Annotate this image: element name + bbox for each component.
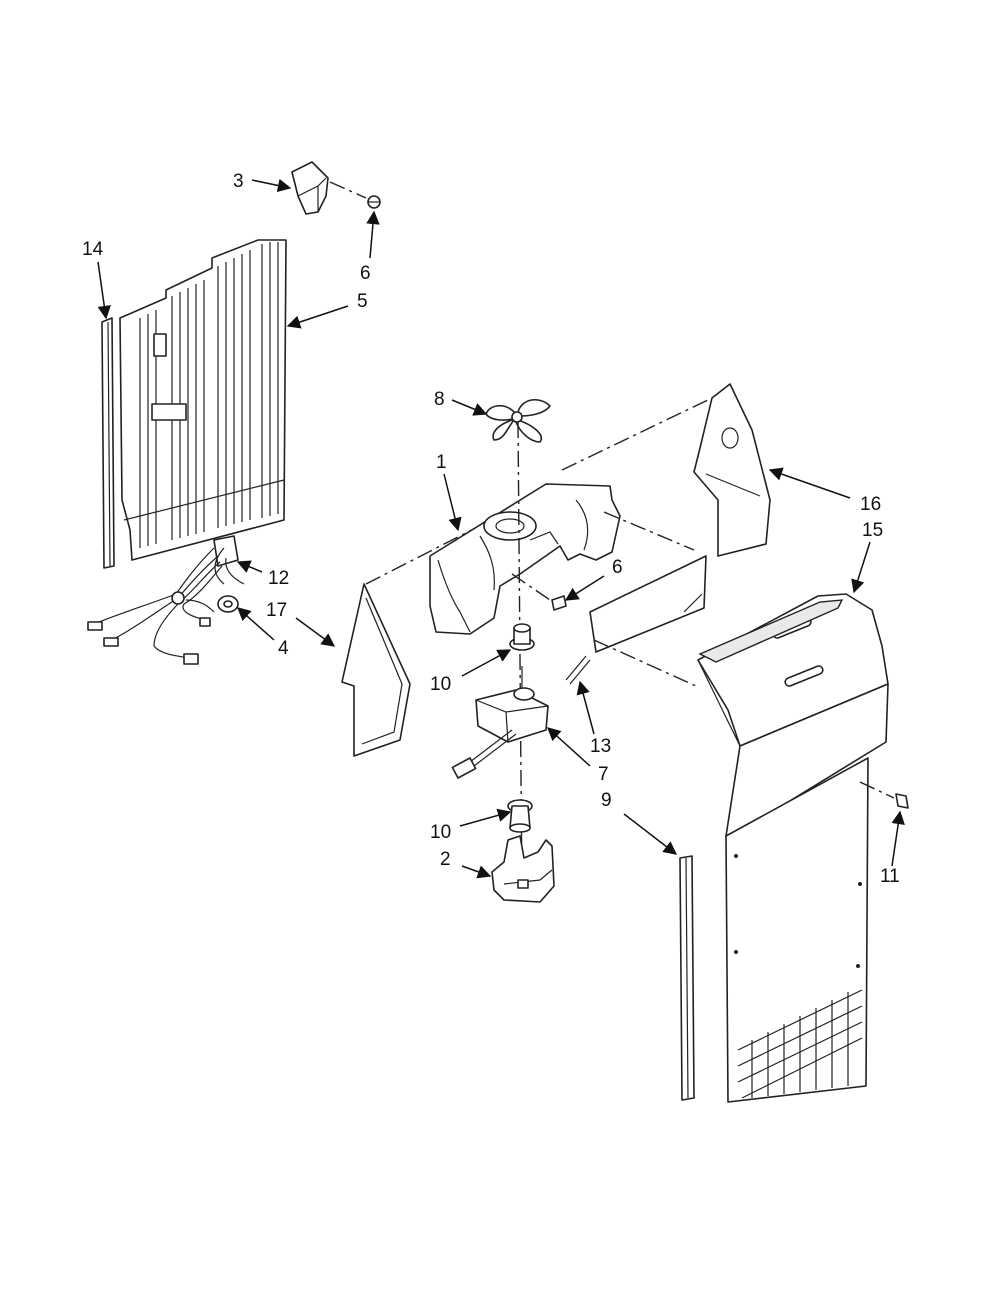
panel-ribs	[139, 242, 279, 548]
part-11-screw	[859, 781, 909, 809]
leader-lines	[97, 178, 905, 879]
callout-4: 4	[278, 638, 289, 659]
part-6-screw-housing	[511, 573, 567, 611]
part-13-foam-strip	[565, 593, 703, 685]
callout-5: 5	[357, 291, 368, 312]
part-16-right-insulation	[693, 383, 771, 557]
part-9-strip	[679, 855, 695, 1101]
part-5-evaporator-panel	[119, 239, 287, 561]
callout-13: 13	[590, 736, 611, 757]
part-10-bushing-lower	[507, 799, 533, 833]
part-10-bushing-upper	[509, 623, 535, 651]
callout-10-upper: 10	[430, 674, 451, 695]
callout-labels: 3 6 14 5 12 17 4 8 1 6 10 13 7 10 2 9 11…	[82, 171, 900, 887]
part-8-fan-blade	[485, 399, 551, 443]
part-1-fan-housing	[429, 397, 713, 635]
part-14-strip	[101, 317, 115, 569]
assembly-axis	[517, 421, 523, 897]
callout-11: 11	[880, 866, 900, 887]
callout-8: 8	[434, 389, 445, 410]
callout-16: 16	[860, 494, 881, 515]
part-6-screw-top	[367, 195, 381, 209]
callout-6-housing: 6	[612, 557, 623, 578]
cover-vents	[737, 989, 863, 1099]
callout-6-top: 6	[360, 263, 371, 284]
part-15-shroud	[589, 555, 889, 747]
callout-9: 9	[601, 790, 612, 811]
callout-14: 14	[82, 239, 104, 260]
callout-12: 12	[268, 568, 289, 589]
part-7-fan-motor	[451, 666, 549, 779]
part-9-rear-cover	[725, 683, 889, 1103]
callout-2: 2	[440, 849, 451, 870]
callout-15: 15	[862, 520, 883, 541]
callout-3: 3	[233, 171, 244, 192]
callout-7: 7	[598, 764, 609, 785]
callout-10-lower: 10	[430, 822, 451, 843]
part-3-bracket	[291, 161, 367, 215]
callout-17: 17	[266, 600, 287, 621]
part-4-grommet	[217, 595, 239, 613]
part-2-motor-bracket	[491, 835, 555, 903]
callout-1: 1	[436, 452, 447, 473]
part-12-wire-harness	[87, 535, 245, 665]
